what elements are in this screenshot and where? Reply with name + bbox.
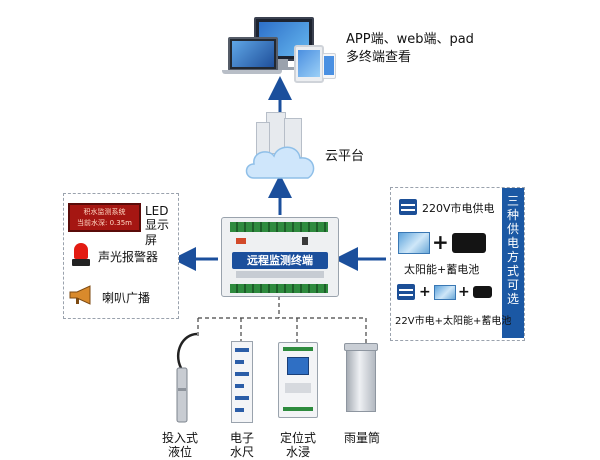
horn-speaker-icon [69, 285, 91, 305]
tablet-icon [294, 45, 324, 83]
sensor-4-line1: 雨量筒 [343, 431, 380, 445]
output-devices-panel: 积水监测系统 当前水深: 0.35m LED 显示屏 声光报警器 喇叭广播 [63, 193, 179, 319]
solar-panel-icon [398, 232, 430, 254]
sensor-1-line1: 投入式 [161, 431, 198, 445]
led-label-line1: LED [145, 204, 169, 218]
horn-label: 喇叭广播 [102, 291, 151, 305]
led-screen-line1: 积水监测系统 [83, 208, 126, 216]
sensor-3-line2: 水浸 [285, 445, 310, 459]
sensor-2-line1: 电子 [229, 431, 254, 445]
plus-sign: + [432, 230, 449, 254]
storage-battery-icon [452, 233, 486, 253]
controller-brand-label: 远程监测终端 [232, 252, 328, 269]
phone-icon [322, 53, 336, 79]
led-screen-icon: 积水监测系统 当前水深: 0.35m [68, 203, 141, 232]
submersible-level-sensor-icon [176, 332, 198, 423]
water-immersion-sensor-icon [278, 342, 318, 418]
alarm-light-icon [72, 243, 90, 269]
cloud-label: 云平台 [325, 149, 365, 164]
sensor-1-line2: 液位 [167, 445, 192, 459]
power-option1-label: 220V市电供电 [422, 202, 495, 215]
terminal-devices [222, 15, 336, 85]
power-option2-label: 太阳能+蓄电池 [404, 263, 480, 276]
plus-sign-3: + [458, 284, 470, 300]
cloud-platform-icon [244, 112, 322, 184]
terminals-label-line2: 多终端查看 [346, 50, 412, 65]
power-options-title: 三 种 供 电 方 式 可 选 [502, 188, 524, 338]
plus-sign-2: + [419, 284, 431, 300]
sensor-3-line1: 定位式 [279, 431, 316, 445]
solar-panel-icon-2 [434, 285, 456, 300]
remote-monitoring-terminal: 远程监测终端 [221, 217, 339, 297]
rain-gauge-icon [344, 343, 378, 415]
electronic-water-gauge-icon [231, 341, 253, 423]
sensor-2-line2: 水尺 [229, 445, 254, 459]
mains-power-icon-2 [397, 284, 415, 300]
led-screen-line2: 当前水深: 0.35m [77, 219, 132, 227]
mains-power-icon [399, 199, 417, 215]
led-label-line2: 显示屏 [145, 218, 170, 247]
terminals-label-line1: APP端、web端、pad [346, 32, 474, 47]
storage-battery-icon-2 [473, 286, 492, 298]
laptop-icon [228, 37, 278, 71]
alarm-label: 声光报警器 [98, 250, 159, 264]
power-option3-label: 22V市电+太阳能+蓄电池 [395, 316, 512, 327]
